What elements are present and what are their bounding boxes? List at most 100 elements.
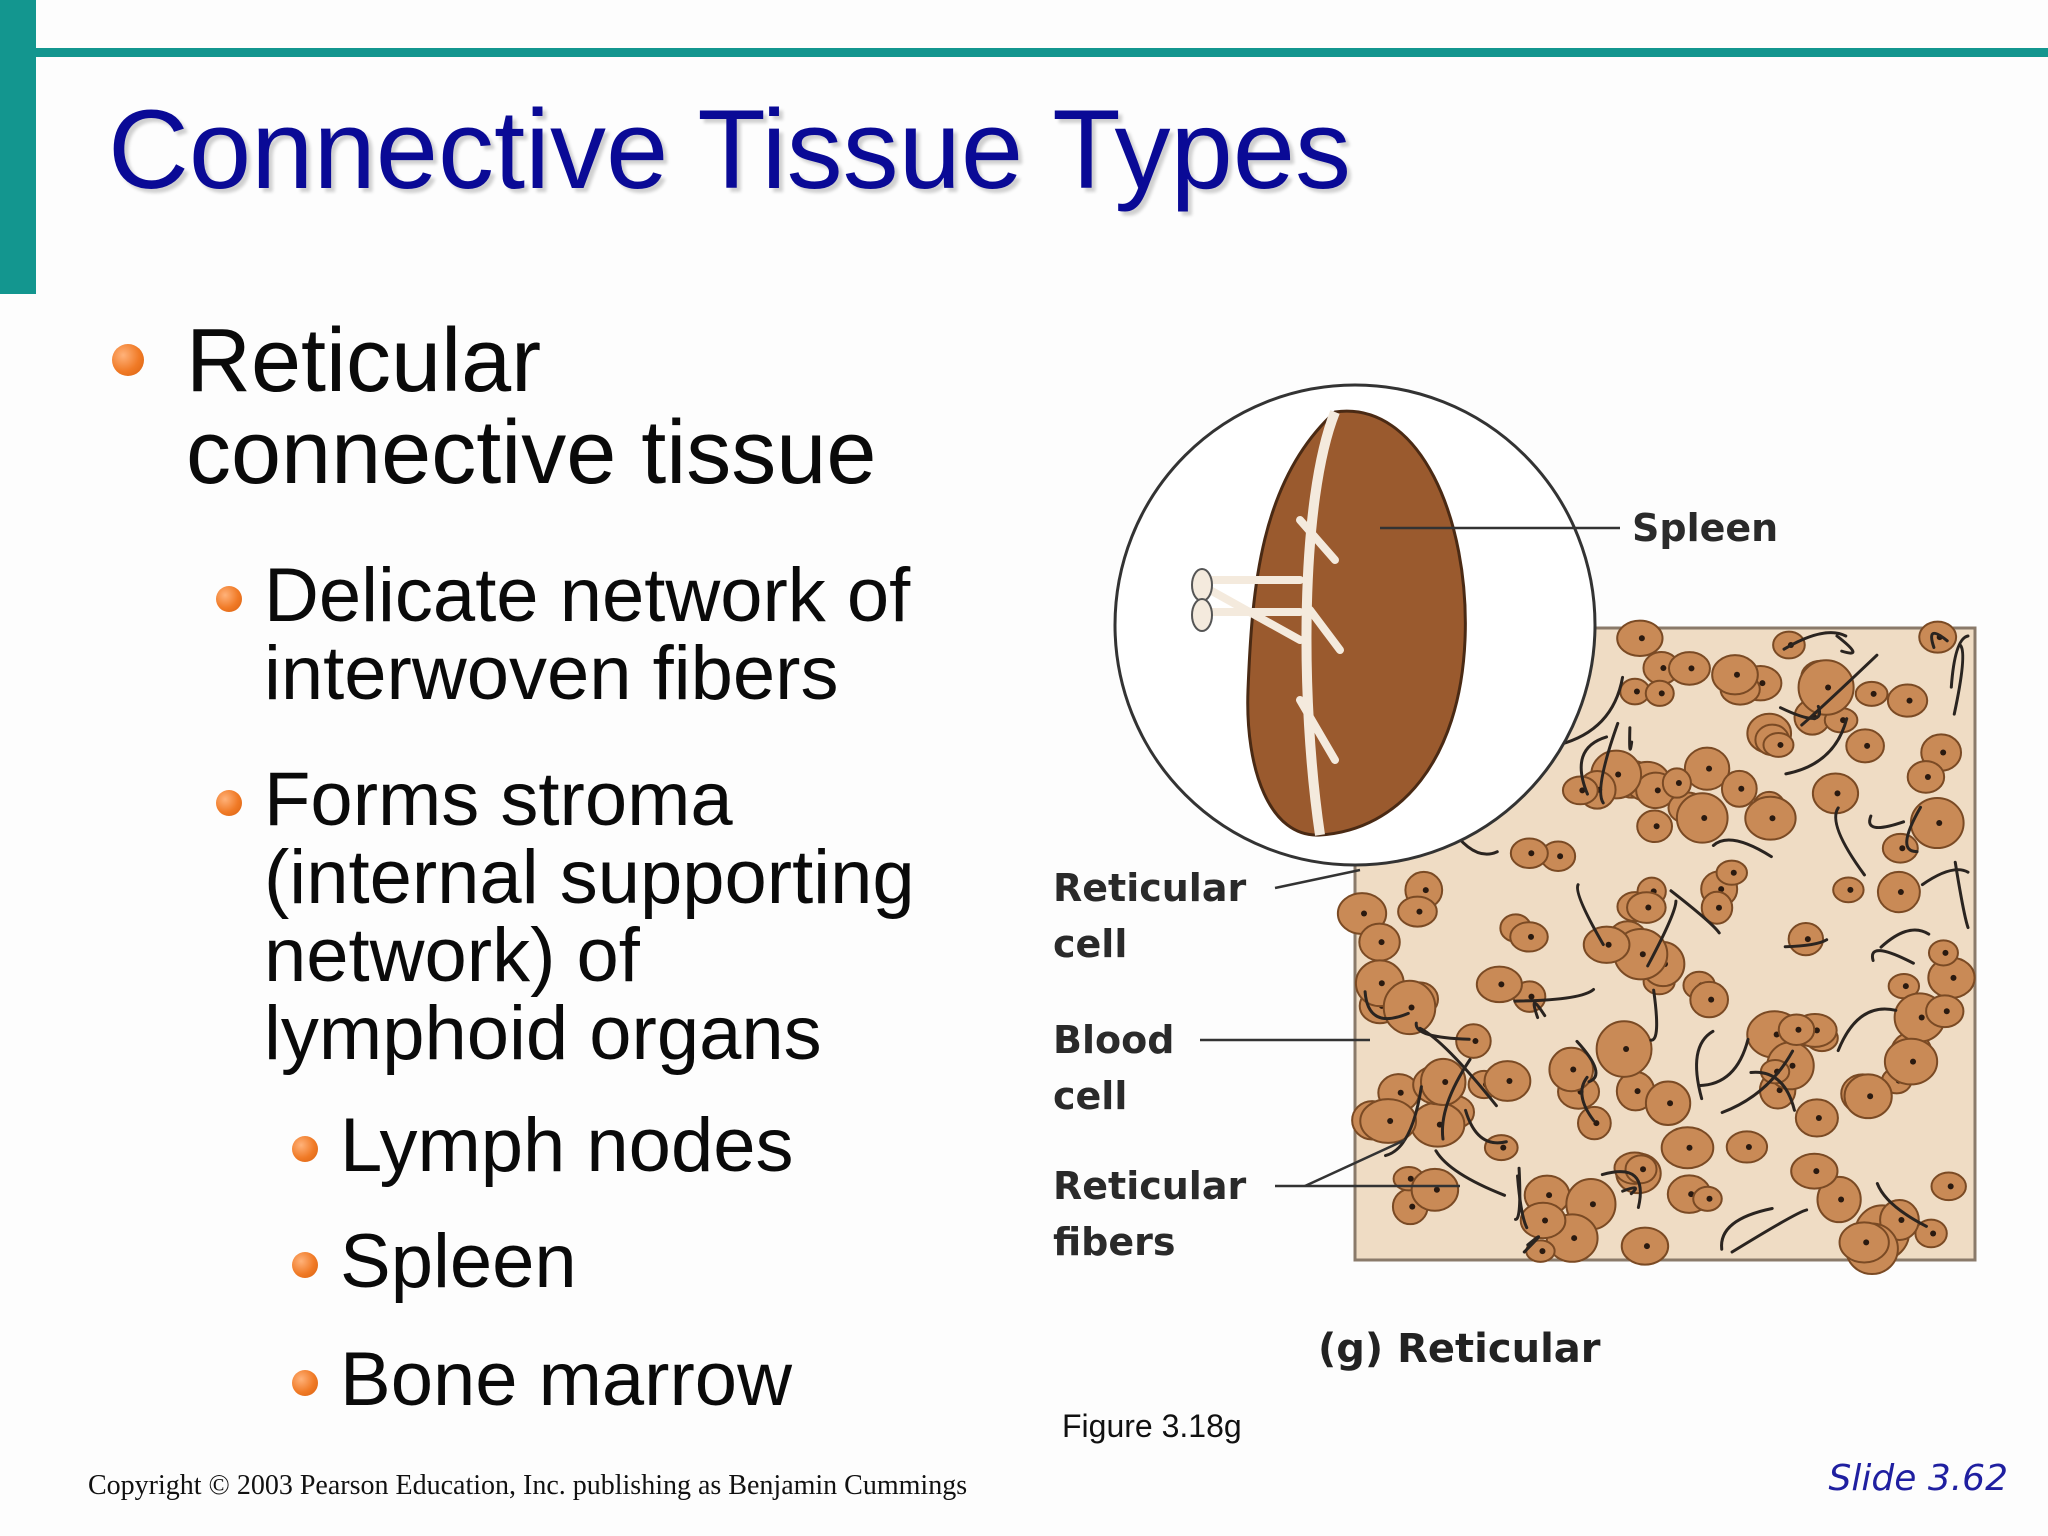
reticular-fiber [1513, 987, 1596, 1003]
cell-nucleus [1950, 974, 1957, 981]
bullet-dot [292, 1252, 318, 1278]
cell-nucleus [1776, 1087, 1783, 1094]
cell-nucleus [1838, 1196, 1845, 1203]
reticular-fiber [1600, 1170, 1642, 1210]
label-blood-cell-line1: Blood [1053, 1018, 1175, 1062]
reticular-fiber [1669, 889, 1721, 935]
cell-nucleus [1638, 635, 1645, 642]
cell-nucleus [1730, 869, 1737, 876]
cell-nucleus [1416, 908, 1423, 915]
cell-nucleus [1686, 1144, 1693, 1151]
label-reticular-cell-line1: Reticular [1053, 866, 1247, 910]
cell-nucleus [1378, 980, 1385, 987]
cell-nucleus [1795, 1026, 1802, 1033]
reticular-fiber [1879, 928, 1931, 949]
cell-nucleus [1498, 981, 1505, 988]
cell-nucleus [1942, 949, 1949, 956]
cell-nucleus [1557, 853, 1564, 860]
cell-nucleus [1789, 1062, 1796, 1069]
sub-sub-bullet-spleen: Spleen [340, 1219, 577, 1304]
bullet-dot [216, 586, 242, 612]
reticular-fiber [1522, 1235, 1541, 1254]
cell-nucleus [1815, 1114, 1822, 1121]
reticular-fiber [1952, 644, 1965, 716]
cell-layer [1336, 619, 1976, 1276]
cell-nucleus [1593, 1120, 1600, 1127]
cell-nucleus [1407, 1175, 1414, 1182]
cell-nucleus [1653, 823, 1660, 830]
label-reticular-fibers-line2: fibers [1053, 1220, 1176, 1264]
cell-nucleus [1738, 785, 1745, 792]
reticular-fiber [1579, 735, 1609, 796]
reticular-fiber [1920, 868, 1970, 887]
cell-nucleus [1528, 850, 1535, 857]
reticular-fiber [1418, 1026, 1498, 1108]
reticular-fiber [1949, 634, 1970, 689]
cell-nucleus [1623, 1046, 1630, 1053]
label-spleen: Spleen [1632, 506, 1779, 550]
reticular-fiber [1599, 721, 1620, 805]
reticular-fiber [1749, 1070, 1796, 1112]
cell-nucleus [1688, 665, 1695, 672]
cell-nucleus [1910, 1058, 1917, 1065]
cell-nucleus [1500, 1144, 1507, 1151]
reticular-fiber [1834, 806, 1866, 877]
cell-nucleus [1718, 886, 1725, 893]
figure-caption: (g) Reticular [1318, 1326, 1601, 1372]
cell-nucleus [1542, 1217, 1549, 1224]
reticular-fiber [1730, 1208, 1809, 1254]
reticular-fiber [1930, 631, 1949, 649]
reticular-fiber [1905, 805, 1922, 854]
reticular-fiber [1580, 1075, 1596, 1122]
bullet-reticular-line2: connective tissue [186, 403, 877, 503]
reticular-fiber [1434, 1149, 1507, 1197]
bullet-reticular-line1: Reticular [186, 311, 542, 411]
bullet-dot [216, 790, 242, 816]
sub-bullet-stroma-line2: (internal supporting [264, 835, 915, 920]
reticular-fiber [1440, 1058, 1472, 1141]
reticular-fiber [1649, 988, 1659, 1042]
reticular-fiber [1516, 1174, 1529, 1230]
cell-nucleus [1864, 742, 1871, 749]
cell-nucleus [1675, 780, 1682, 787]
reticular-fiber [1414, 1021, 1471, 1041]
cell-nucleus [1506, 1078, 1513, 1085]
sub-bullet-stroma-line1: Forms stroma [264, 757, 733, 842]
cell-nucleus [1615, 771, 1622, 778]
top-rule [36, 48, 2048, 57]
cell-nucleus [1870, 690, 1877, 697]
cell-nucleus [1667, 1100, 1674, 1107]
cell-nucleus [1906, 697, 1913, 704]
cell-nucleus [1902, 983, 1909, 990]
reticular-fiber [1868, 814, 1906, 830]
reticular-fiber [1575, 1039, 1598, 1084]
reticular-fiber [1464, 1108, 1508, 1145]
cell-nucleus [1918, 1014, 1925, 1021]
cell-nucleus [1813, 1168, 1820, 1175]
reticular-fiber [1383, 1085, 1423, 1158]
cell-nucleus [1804, 936, 1811, 943]
reticular-fiber [1782, 631, 1848, 651]
cell-nucleus [1579, 787, 1586, 794]
cell-nucleus [1701, 814, 1708, 821]
reticular-fiber [1557, 675, 1625, 747]
reticular-fiber [1836, 1007, 1898, 1053]
reticular-fiber [1870, 949, 1915, 965]
sub-bullet-network-line2: interwoven fibers [264, 631, 839, 716]
leader-reticular-cell [1274, 868, 1361, 890]
cell-nucleus [1660, 665, 1667, 672]
cell-nucleus [1378, 939, 1385, 946]
label-reticular-fibers-line1: Reticular [1053, 1164, 1247, 1208]
bullet-dot [292, 1136, 318, 1162]
sub-sub-bullet-lymph-nodes: Lymph nodes [340, 1103, 794, 1188]
cell-nucleus [1813, 1027, 1820, 1034]
cell-nucleus [1825, 684, 1832, 691]
slide-number: Slide 3.62 [1828, 1458, 2008, 1499]
reticular-fiber [1695, 1029, 1715, 1101]
reticular-fiber [1953, 860, 1970, 930]
label-blood-cell-line2: cell [1053, 1074, 1128, 1118]
cell-nucleus [1708, 996, 1715, 1003]
cell-nucleus [1897, 889, 1904, 896]
reticular-fiber [1532, 1001, 1547, 1020]
cell-nucleus [1640, 1166, 1647, 1173]
